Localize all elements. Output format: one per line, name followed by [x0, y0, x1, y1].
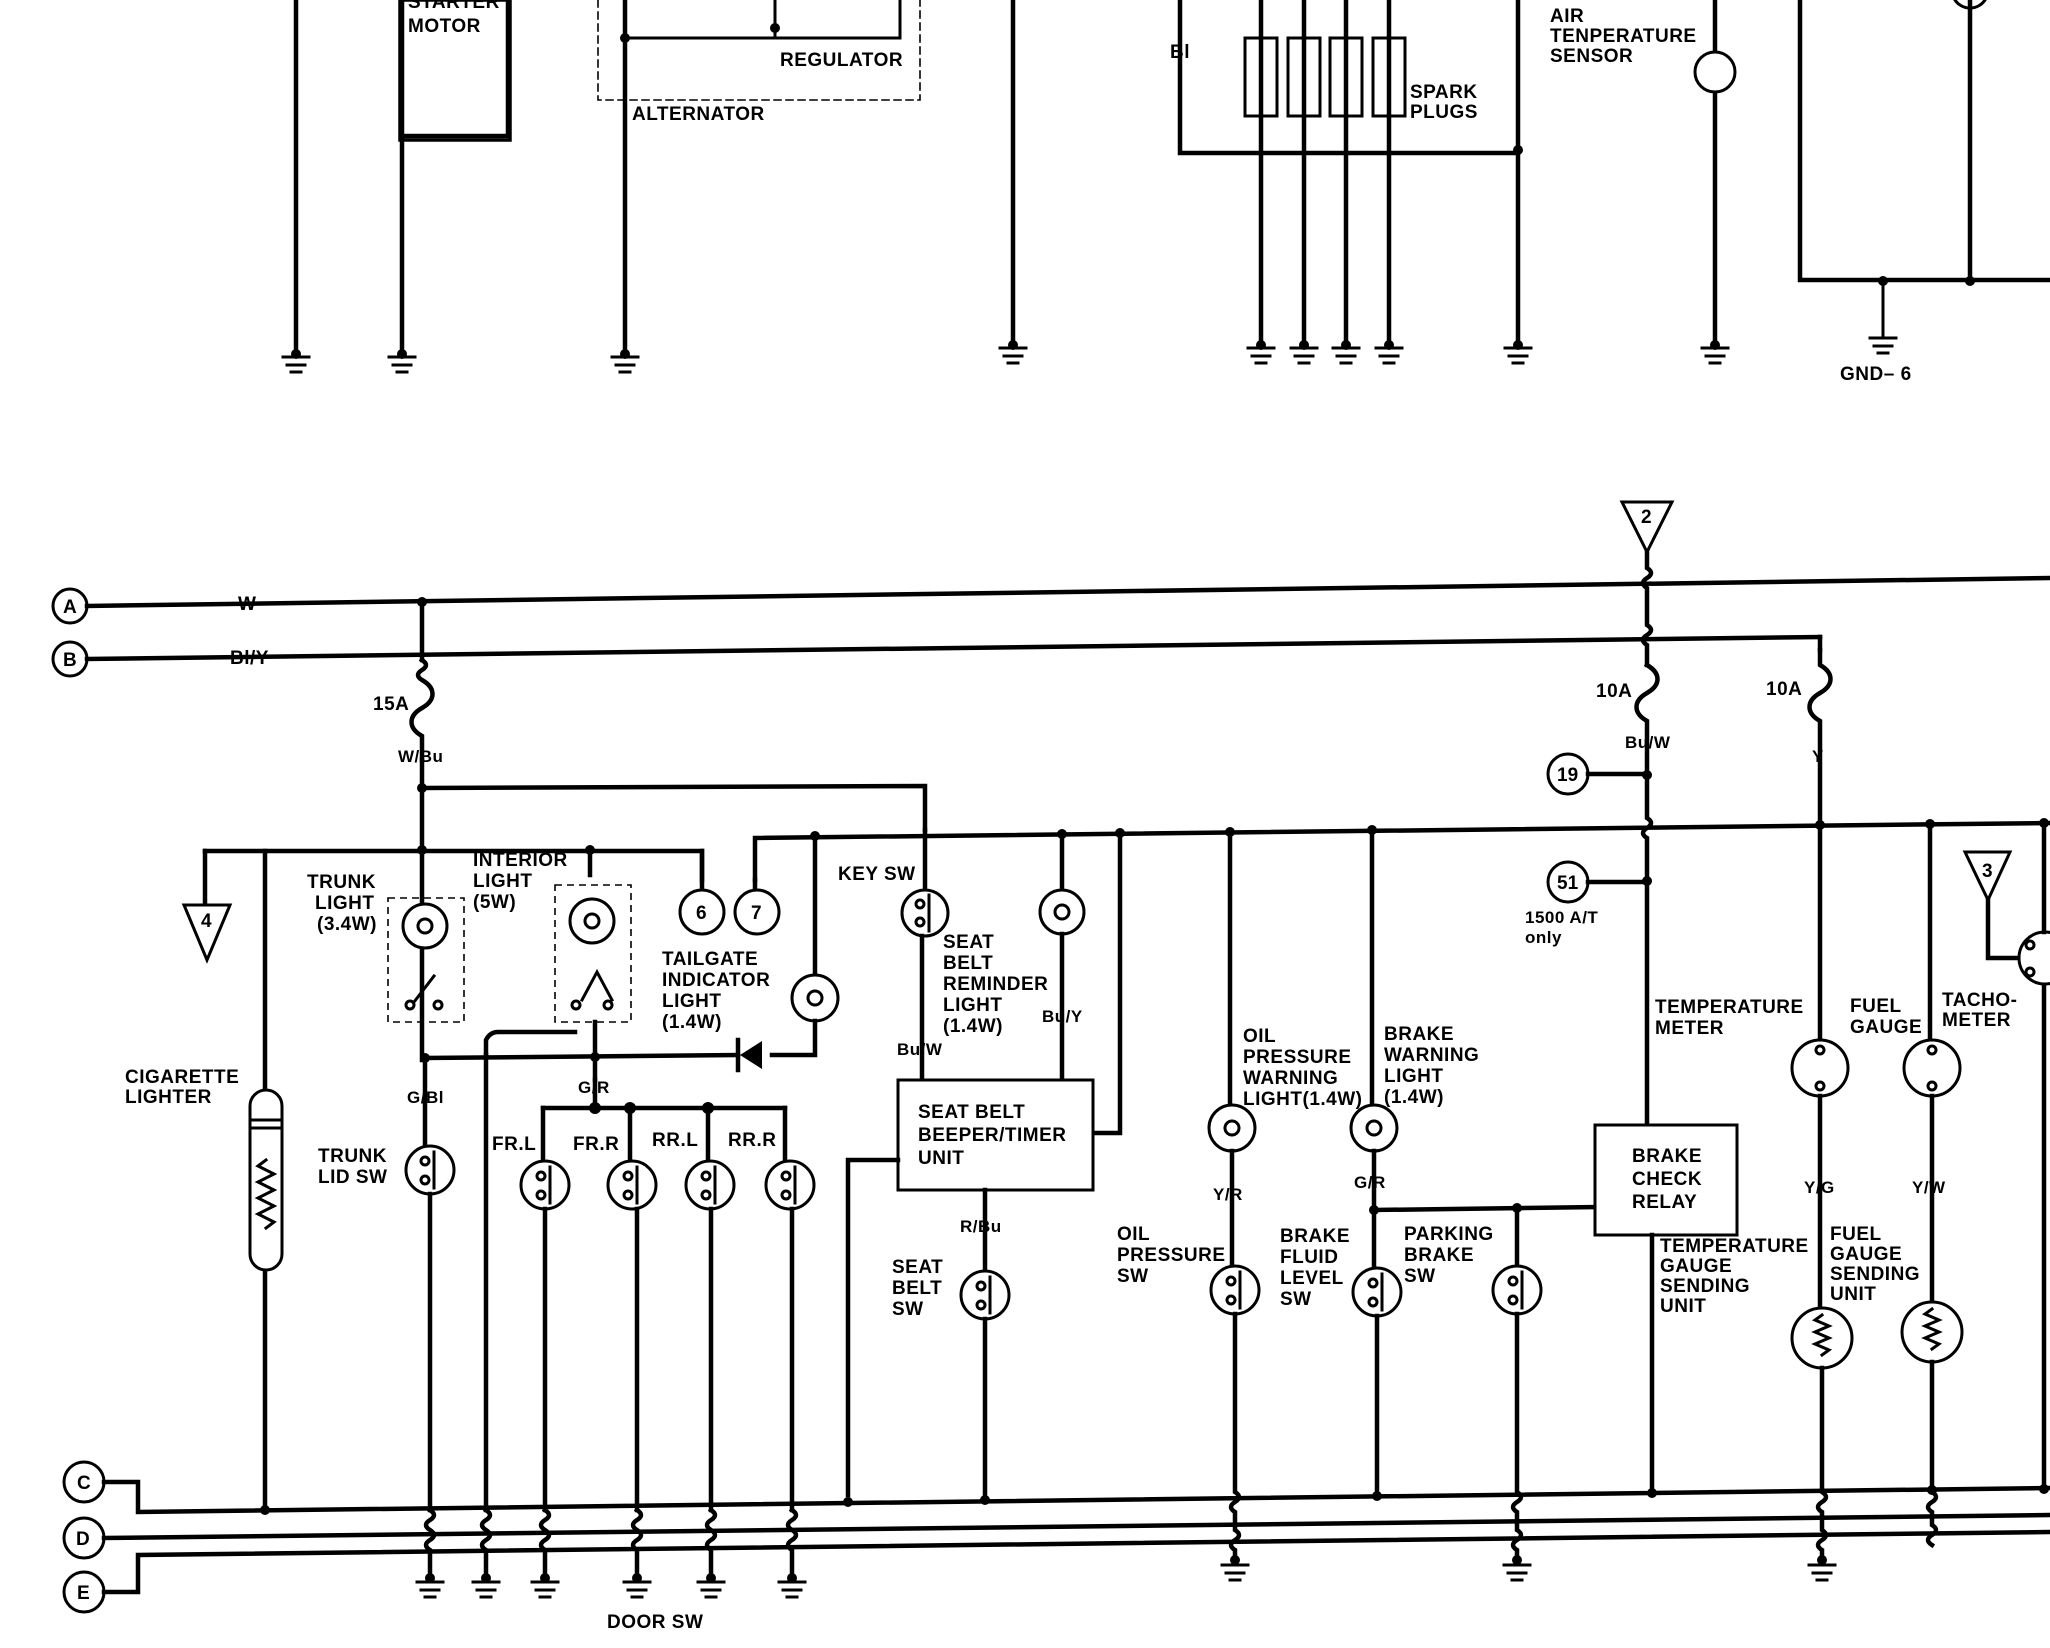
ref-4-label: 4 — [201, 911, 212, 932]
bus-c-label: C — [77, 1473, 91, 1494]
wire-gr2-label: G/R — [1354, 1173, 1386, 1192]
regulator-label: REGULATOR — [780, 50, 903, 71]
wire-bly-label: Bl/Y — [230, 648, 269, 669]
wire-yw-label: Y/W — [1912, 1178, 1946, 1197]
bus-d-label: D — [76, 1529, 90, 1550]
door-fr-l-label: FR.L — [492, 1134, 536, 1155]
wire-w-label: W — [238, 594, 256, 615]
tachometer-label: TACHO-METER — [1942, 990, 2017, 1031]
ref-3-label: 3 — [1982, 861, 1993, 882]
wire-buy-label: Bu/Y — [1042, 1007, 1083, 1026]
connector-6-label: 6 — [696, 903, 707, 924]
key-sw-label: KEY SW — [838, 864, 916, 885]
wire-buw2-label: Bu/W — [1625, 733, 1671, 752]
fuse-10a-1-label: 10A — [1596, 681, 1632, 702]
ground-symbols-bottom — [415, 1555, 1837, 1599]
ground-buses: C D E — [62, 1460, 2050, 1633]
ground-symbols-top — [281, 336, 1898, 374]
door-fr-r-label: FR.R — [573, 1134, 619, 1155]
door-rr-r-label: RR.R — [728, 1130, 776, 1151]
wire-yr-label: Y/R — [1213, 1185, 1243, 1204]
gnd6-label: GND– 6 — [1840, 364, 1912, 385]
wire-yg-label: Y/G — [1804, 1178, 1835, 1197]
alternator-label: ALTERNATOR — [632, 104, 765, 125]
door-rr-l-label: RR.L — [652, 1130, 698, 1151]
bus-b-label: B — [63, 650, 77, 671]
power-buses: A W B Bl/Y 2 10A Bu/W 10A Y 15A W/Bu — [51, 500, 2050, 828]
wire-buw1-label: Bu/W — [897, 1040, 943, 1059]
wire-wbu-label: W/Bu — [398, 747, 443, 766]
door-sw-label: DOOR SW — [607, 1612, 703, 1633]
connector-7-label: 7 — [751, 903, 762, 924]
bus-e-label: E — [77, 1583, 90, 1604]
fuse-10a-2-label: 10A — [1766, 679, 1802, 700]
ref-2-label: 2 — [1641, 507, 1652, 528]
connector-51-label: 51 — [1557, 873, 1579, 894]
connector-19-label: 19 — [1557, 765, 1578, 786]
wire-y-label: Y — [1812, 747, 1824, 766]
bus-a-label: A — [63, 597, 77, 618]
wire-gbl-label: G/Bl — [407, 1088, 444, 1107]
fuse-15a-label: 15A — [373, 694, 409, 715]
wire-rbu-label: R/Bu — [960, 1217, 1002, 1236]
